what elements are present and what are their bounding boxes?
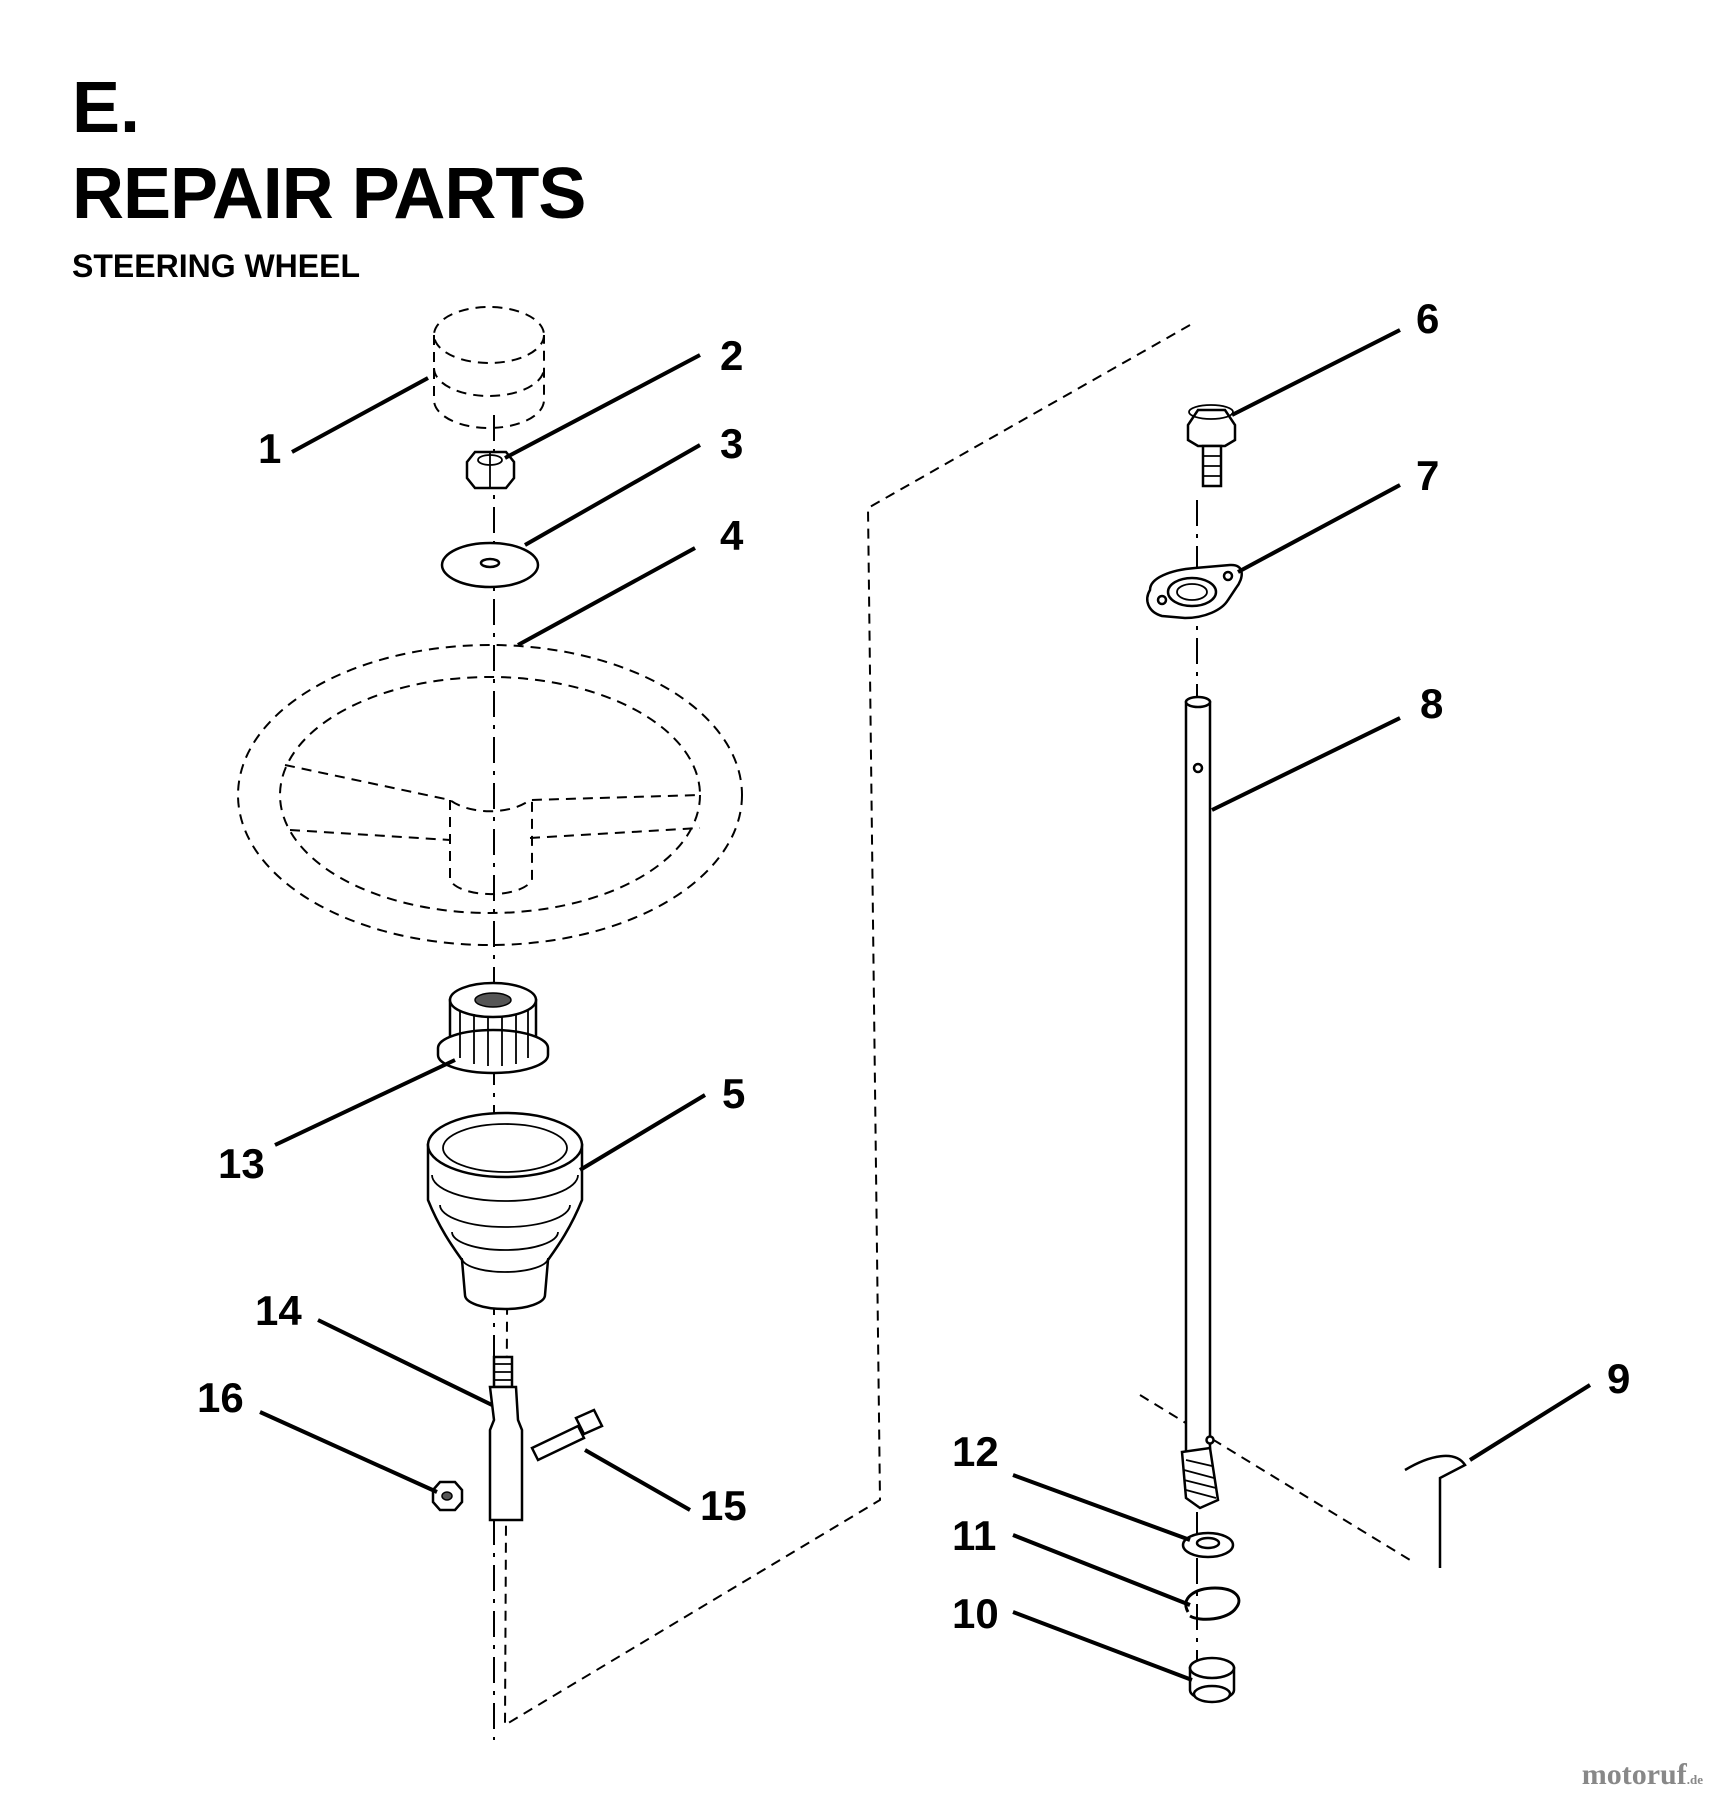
part-5-column-boot[interactable]	[426, 1111, 584, 1311]
callout-11: 11	[952, 1512, 996, 1559]
part-8-steering-shaft[interactable]	[1184, 695, 1215, 1464]
callout-4: 4	[720, 512, 744, 559]
part-2-nut[interactable]	[465, 450, 516, 490]
callout-14: 14	[255, 1287, 302, 1334]
callout-10: 10	[952, 1590, 999, 1637]
callout-5: 5	[722, 1070, 745, 1117]
part-13-hub[interactable]	[436, 981, 550, 1075]
part-15-bolt[interactable]	[530, 1408, 604, 1462]
callout-13: 13	[218, 1140, 265, 1187]
part-11-retaining-ring[interactable]	[1184, 1586, 1241, 1621]
part-10-bushing[interactable]	[1188, 1656, 1236, 1704]
callout-12: 12	[952, 1428, 999, 1475]
callout-9: 9	[1607, 1355, 1630, 1402]
callout-7: 7	[1416, 452, 1439, 499]
callout-15: 15	[700, 1482, 747, 1529]
part-4-steering-wheel[interactable]	[237, 644, 743, 946]
part-16-nut[interactable]	[431, 1480, 464, 1512]
callout-6: 6	[1416, 295, 1439, 342]
callout-16: 16	[197, 1374, 244, 1421]
page-title: REPAIR PARTS	[72, 154, 586, 234]
part-7-flange-bearing[interactable]	[1146, 563, 1243, 620]
callout-3: 3	[720, 420, 743, 467]
watermark-logo: motoruf.de	[1581, 1758, 1703, 1791]
leader-lines	[259, 328, 1592, 1682]
pinion-gear	[1180, 1446, 1220, 1510]
part-1-cap[interactable]	[433, 306, 545, 429]
callout-8: 8	[1420, 680, 1443, 727]
section-letter: E.	[72, 68, 141, 148]
part-12-washer[interactable]	[1181, 1531, 1235, 1559]
callout-2: 2	[720, 332, 743, 379]
part-6-bolt[interactable]	[1186, 404, 1237, 488]
part-14-shaft-adapter[interactable]	[488, 1355, 524, 1522]
assembly-boundary	[503, 324, 1191, 1727]
page-subtitle: STEERING WHEEL	[72, 248, 361, 284]
callout-1: 1	[258, 425, 281, 472]
part-9-spring-clip[interactable]	[1404, 1454, 1467, 1568]
part-3-washer[interactable]	[440, 541, 540, 589]
